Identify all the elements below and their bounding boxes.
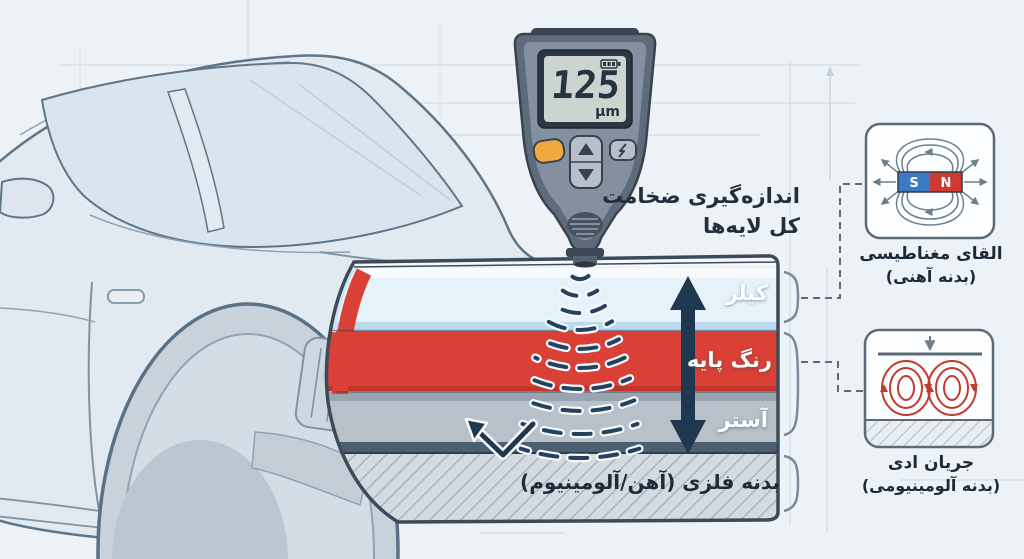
- magnetic-title: القای مغناطیسی: [859, 244, 1003, 264]
- car-illustration: [0, 54, 557, 559]
- eddy-subtitle: (بدنه آلومینیومی): [861, 476, 1001, 496]
- paint-cross-section: [324, 254, 800, 524]
- slab-top-face: [326, 255, 778, 267]
- magnetic-subtitle: (بدنه آهنی): [885, 267, 977, 287]
- door-seam: [87, 281, 101, 517]
- lcd-reading-value: 125: [549, 63, 622, 107]
- pole-s-label: S: [909, 176, 918, 191]
- down-arrow-icon: [578, 169, 594, 181]
- battery-icon: [600, 59, 621, 69]
- primer-label: آستر: [718, 408, 769, 432]
- flash-icon: [618, 143, 627, 158]
- glass-reflection-line: [249, 79, 451, 201]
- lcd-screen: [544, 56, 626, 122]
- up-arrow-icon: [578, 143, 594, 155]
- annotation-line1: اندازه‌گیری ضخامت: [602, 184, 800, 208]
- magnetic-induction-panel: S N: [864, 122, 996, 240]
- door-handle: [107, 289, 145, 304]
- pole-n-label: N: [941, 176, 952, 191]
- body-crease: [0, 307, 96, 323]
- metal-body-label: بدنه فلزی (آهن/آلومینیوم): [520, 470, 780, 494]
- thickness-gauge-device: [513, 28, 657, 268]
- layer-brackets: [783, 270, 800, 513]
- eddy-panel-caption: جریان ادی (بدنه آلومینیومی): [853, 452, 1009, 498]
- cowl-line: [89, 214, 351, 254]
- clear-coat-label: کیلر: [725, 281, 768, 305]
- measurement-annotation: اندازه‌گیری ضخامت کل لایه‌ها: [600, 182, 800, 242]
- metal-body-layer: [326, 453, 778, 520]
- windshield-glass: [40, 61, 464, 249]
- annotation-line2: کل لایه‌ها: [703, 213, 800, 238]
- slab-outline: [324, 254, 780, 524]
- reflection-arrow-icon: [464, 417, 538, 460]
- eddy-current-panel: [863, 328, 995, 449]
- side-mirror: [0, 177, 55, 219]
- a-pillar: [166, 88, 225, 233]
- wave-arcs: [516, 271, 644, 463]
- power-button: [532, 138, 566, 164]
- connector-dashes: [801, 183, 864, 392]
- probe-tip: [566, 248, 604, 268]
- thickness-double-arrow-icon: [670, 276, 706, 454]
- lcd-unit-label: μm: [595, 104, 620, 120]
- base-coat-label: رنگ پایه: [686, 348, 772, 372]
- magnetic-panel-caption: القای مغناطیسی (بدنه آهنی): [853, 243, 1009, 289]
- eddy-title: جریان ادی: [887, 453, 975, 473]
- bar-magnet-icon: S N: [897, 171, 963, 193]
- eddy-current-loops-icon: [880, 360, 978, 416]
